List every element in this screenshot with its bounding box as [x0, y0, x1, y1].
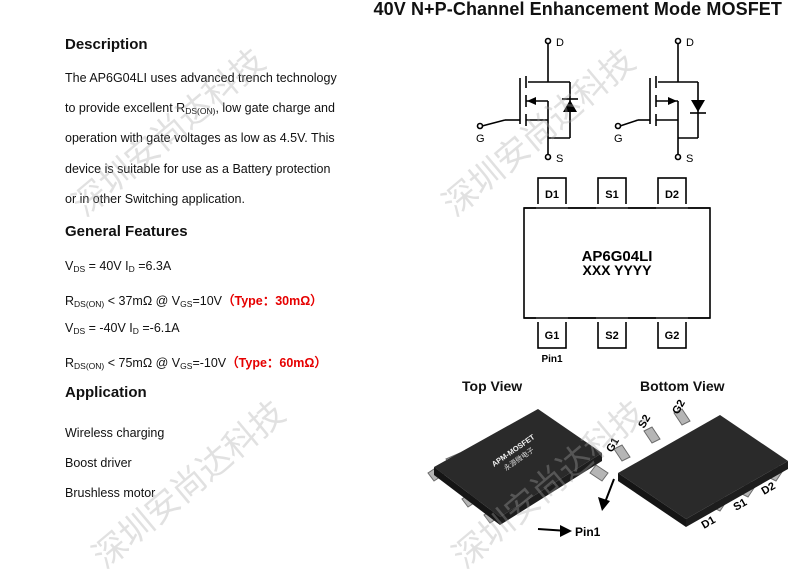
pin1-label: Pin1 — [541, 354, 563, 365]
pin-label: S2 — [636, 413, 653, 431]
application-item: Brushless motor — [65, 486, 156, 500]
p-channel-mosfet-symbol: D G S — [614, 37, 706, 165]
source-label: S — [556, 153, 563, 165]
application-item: Boost driver — [65, 456, 132, 470]
bottom-view-chip: G1 S2 G2 D2 S1 D1 — [598, 398, 788, 532]
feature-rdson: RDS(ON) < 37mΩ @ VGS=10V（Type：30mΩ） — [65, 294, 323, 309]
gate-label: G — [614, 133, 623, 145]
description-line: to provide excellent RDS(ON), low gate c… — [65, 101, 335, 116]
pin-label: S1 — [605, 189, 618, 201]
description-line: operation with gate voltages as low as 4… — [65, 131, 335, 145]
date-code-marking: XXX YYYY — [582, 262, 652, 278]
features-heading: General Features — [65, 223, 188, 240]
pin-label: D1 — [545, 189, 559, 201]
feature-vds-id: VDS = -40V ID =-6.1A — [65, 321, 180, 336]
pin-label: D2 — [665, 189, 679, 201]
drain-label: D — [556, 37, 564, 49]
n-channel-mosfet-symbol: D G S — [476, 37, 578, 165]
description-line: device is suitable for use as a Battery … — [65, 162, 331, 176]
bottom-view-label: Bottom View — [640, 378, 725, 394]
pin-label: S1 — [732, 496, 750, 513]
part-marking: AP6G04LI — [582, 248, 653, 265]
description-line: The AP6G04LI uses advanced trench techno… — [65, 71, 337, 85]
pin-label: G1 — [545, 330, 560, 342]
page-title: 40V N+P-Channel Enhancement Mode MOSFET — [373, 0, 782, 19]
feature-rdson: RDS(ON) < 75mΩ @ VGS=-10V（Type：60mΩ） — [65, 356, 327, 371]
drain-label: D — [686, 37, 694, 49]
top-view-label: Top View — [462, 378, 523, 394]
pin1-label: Pin1 — [575, 525, 601, 539]
top-view-chip: APM-MOSFET 永源微电子 Pin1 — [427, 409, 609, 539]
description-heading: Description — [65, 36, 148, 53]
pin-label: G2 — [665, 330, 680, 342]
package-outline: D1 S1 D2 G1 S2 G2 AP6G04LI XXX YYYY Pin1 — [523, 177, 711, 365]
gate-label: G — [476, 133, 485, 145]
watermark: 深圳安尚达科技 — [85, 393, 294, 577]
source-label: S — [686, 153, 693, 165]
application-heading: Application — [65, 384, 147, 401]
application-item: Wireless charging — [65, 426, 165, 440]
description-line: or in other Switching application. — [65, 192, 245, 206]
pin-label: S2 — [605, 330, 618, 342]
feature-vds-id: VDS = 40V ID =6.3A — [65, 259, 172, 274]
